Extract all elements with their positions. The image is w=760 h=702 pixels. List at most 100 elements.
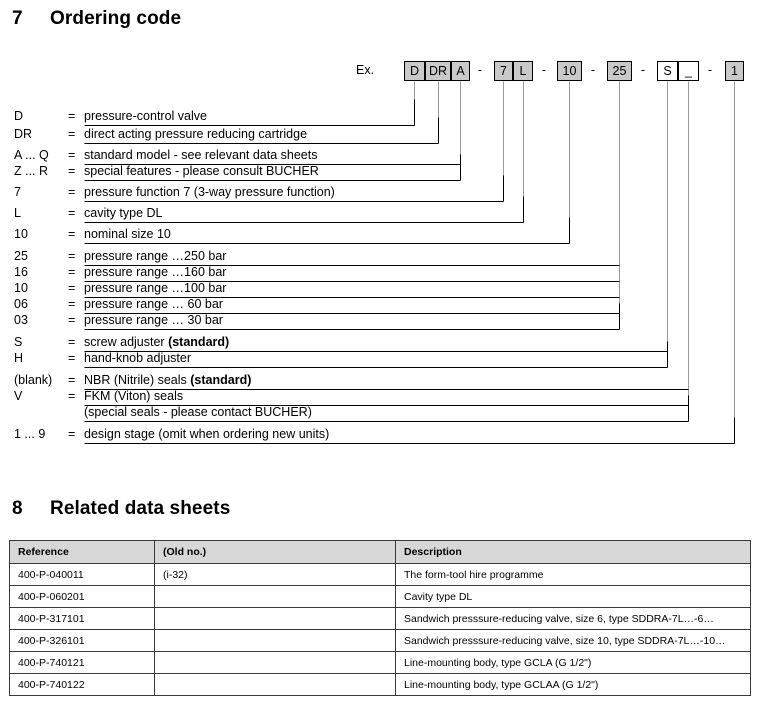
legend-text-5: cavity type DL <box>84 206 163 220</box>
legend-code-13: H <box>14 351 24 365</box>
code-separator-3: - <box>640 63 646 77</box>
cell-old-no: (i-32) <box>154 563 396 586</box>
legend-text-3: special features - please consult BUCHER <box>84 164 319 178</box>
code-separator-1: - <box>541 63 547 77</box>
legend-text-15: FKM (Viton) seals <box>84 389 184 403</box>
legend-equals-0: = <box>68 109 76 123</box>
code-box-s: S <box>657 61 678 81</box>
cell-description: Line-mounting body, type GCLA (G 1/2") <box>395 651 751 674</box>
column-header-description: Description <box>395 540 751 564</box>
cell-old-no <box>154 673 396 696</box>
table-row: 400-P-040011(i-32)The form-tool hire pro… <box>9 563 751 586</box>
legend-text-13: hand-knob adjuster <box>84 351 192 365</box>
cell-reference: 400-P-317101 <box>9 607 155 630</box>
legend-code-11: 03 <box>14 313 28 327</box>
legend-equals-8: = <box>68 265 76 279</box>
example-label: Ex. <box>356 63 375 77</box>
legend-code-1: DR <box>14 127 33 141</box>
legend-equals-12: = <box>68 335 76 349</box>
code-box-blank: _ <box>678 61 699 81</box>
legend-text-6: nominal size 10 <box>84 227 171 241</box>
legend-equals-9: = <box>68 281 76 295</box>
code-box-dr: DR <box>425 61 451 81</box>
cell-description: Line-mounting body, type GCLAA (G 1/2") <box>395 673 751 696</box>
code-box-7: 7 <box>494 61 513 81</box>
column-header-reference: Reference <box>9 540 155 564</box>
legend-text-7: pressure range …250 bar <box>84 249 227 263</box>
legend-code-10: 06 <box>14 297 28 311</box>
section-7-number: 7 <box>12 8 23 29</box>
column-header-old-no: (Old no.) <box>154 540 396 564</box>
legend-code-9: 10 <box>14 281 28 295</box>
legend-equals-6: = <box>68 227 76 241</box>
legend-text-14: NBR (Nitrile) seals (standard) <box>84 373 252 387</box>
table-row: 400-P-326101 Sandwich presssure-reducing … <box>9 629 751 652</box>
cell-reference: 400-P-326101 <box>9 629 155 652</box>
cell-old-no <box>154 651 396 674</box>
cell-reference: 400-P-740122 <box>9 673 155 696</box>
legend-code-6: 10 <box>14 227 28 241</box>
table-body: 400-P-040011(i-32)The form-tool hire pro… <box>9 563 751 696</box>
code-separator-4: - <box>707 63 713 77</box>
legend-text-9: pressure range …100 bar <box>84 281 227 295</box>
legend-text-12: screw adjuster (standard) <box>84 335 230 349</box>
table-header-row: Reference (Old no.) Description <box>9 540 751 564</box>
legend-equals-4: = <box>68 185 76 199</box>
legend-code-4: 7 <box>14 185 21 199</box>
legend-equals-17: = <box>68 427 76 441</box>
legend-text-10: pressure range … 60 bar <box>84 297 223 311</box>
legend-text-11: pressure range … 30 bar <box>84 313 223 327</box>
table-row: 400-P-740121 Line-mounting body, type GCL… <box>9 651 751 674</box>
code-separator-2: - <box>590 63 596 77</box>
cell-old-no <box>154 585 396 608</box>
legend-text-2: standard model - see relevant data sheet… <box>84 148 318 162</box>
section-8-title: Related data sheets <box>50 498 231 519</box>
legend-text-17: design stage (omit when ordering new uni… <box>84 427 330 441</box>
table-row: 400-P-060201 Cavity type DL <box>9 585 751 608</box>
code-box-10: 10 <box>557 61 582 81</box>
legend-equals-2: = <box>68 148 76 162</box>
legend-text-4: pressure function 7 (3-way pressure func… <box>84 185 335 199</box>
cell-reference: 400-P-040011 <box>9 563 155 586</box>
legend-equals-5: = <box>68 206 76 220</box>
section-7-title: Ordering code <box>50 8 182 29</box>
legend-code-2: A ... Q <box>14 148 49 162</box>
legend-text-1: direct acting pressure reducing cartridg… <box>84 127 308 141</box>
code-box-d: D <box>404 61 425 81</box>
cell-reference: 400-P-060201 <box>9 585 155 608</box>
code-box-25: 25 <box>607 61 632 81</box>
related-data-sheets-table: Reference (Old no.) Description 400-P-04… <box>9 540 751 696</box>
cell-description: The form-tool hire programme <box>395 563 751 586</box>
legend-equals-3: = <box>68 164 76 178</box>
legend-equals-15: = <box>68 389 76 403</box>
legend-text-emphasis-12: (standard) <box>168 335 230 349</box>
code-box-a: A <box>451 61 470 81</box>
legend-equals-13: = <box>68 351 76 365</box>
legend-text-16: (special seals - please contact BUCHER) <box>84 405 312 419</box>
legend-code-14: (blank) <box>14 373 53 387</box>
legend-equals-10: = <box>68 297 76 311</box>
legend-code-17: 1 ... 9 <box>14 427 46 441</box>
table-row: 400-P-740122 Line-mounting body, type GCL… <box>9 673 751 696</box>
cell-description: Cavity type DL <box>395 585 751 608</box>
section-8-number: 8 <box>12 498 23 519</box>
cell-reference: 400-P-740121 <box>9 651 155 674</box>
cell-description: Sandwich presssure-reducing valve, size … <box>395 629 751 652</box>
legend-equals-14: = <box>68 373 76 387</box>
legend-code-8: 16 <box>14 265 28 279</box>
legend-equals-7: = <box>68 249 76 263</box>
cell-old-no <box>154 607 396 630</box>
code-box-l: L <box>513 61 533 81</box>
legend-code-0: D <box>14 109 24 123</box>
legend-code-12: S <box>14 335 23 349</box>
cell-old-no <box>154 629 396 652</box>
legend-text-0: pressure-control valve <box>84 109 207 123</box>
code-separator-0: - <box>477 63 483 77</box>
legend-code-5: L <box>14 206 21 220</box>
legend-text-emphasis-14: (standard) <box>190 373 252 387</box>
legend-code-3: Z ... R <box>14 164 49 178</box>
legend-text-8: pressure range …160 bar <box>84 265 227 279</box>
